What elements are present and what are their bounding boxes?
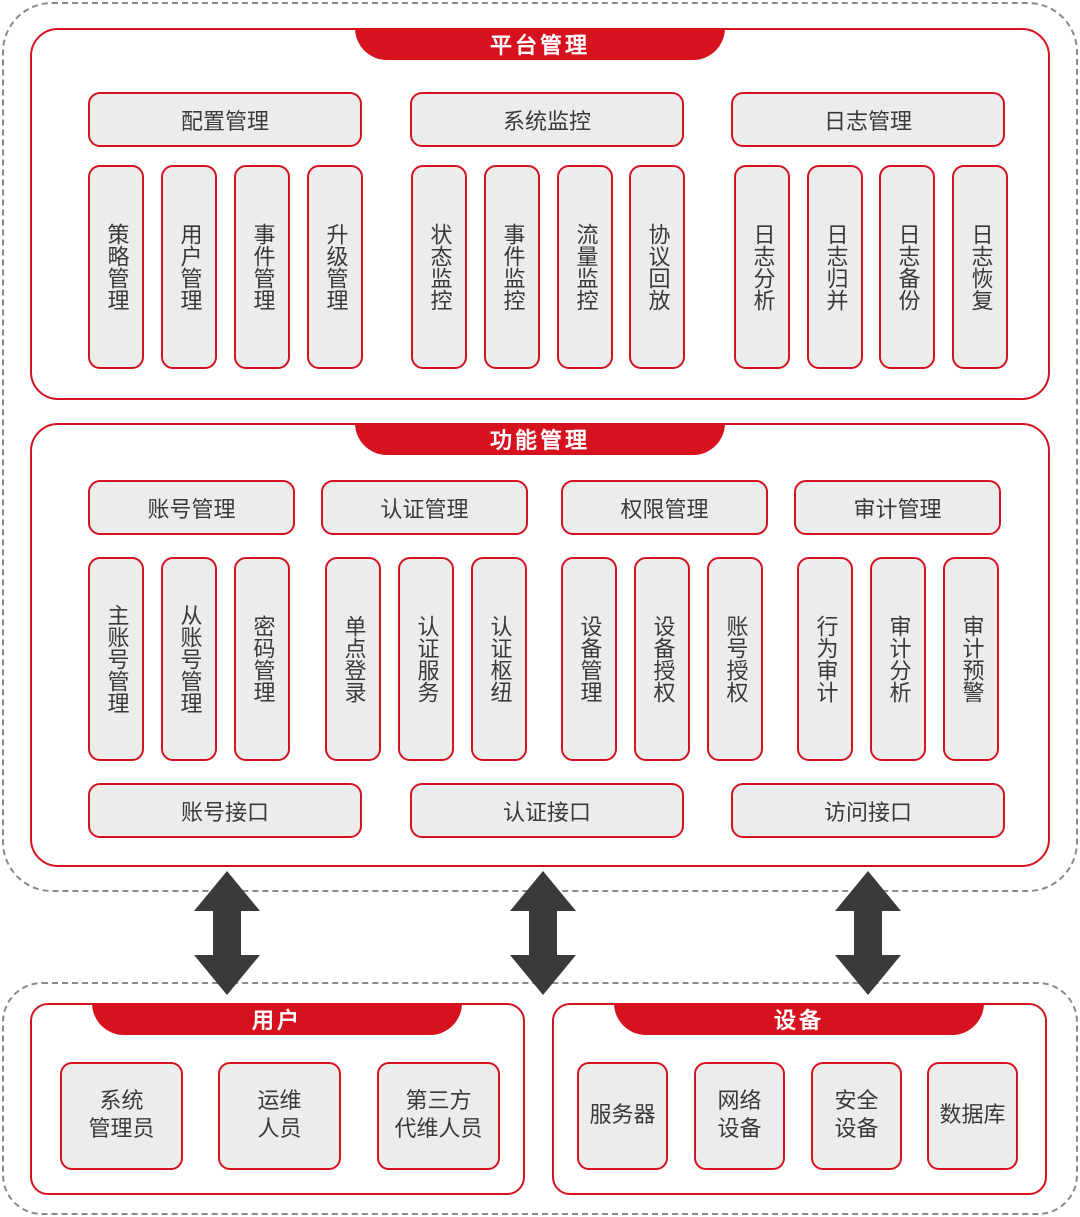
item-traffic-monitor: 流量监控: [557, 165, 613, 369]
double-arrow-icon-account: [194, 871, 260, 995]
item-event-monitor: 事件监控: [484, 165, 540, 369]
users-title: 用户: [92, 1003, 462, 1035]
group-header-audit: 审计管理: [794, 480, 1001, 535]
item-password-mgmt: 密码管理: [234, 557, 290, 761]
item-log-backup: 日志备份: [879, 165, 935, 369]
item-device-mgmt: 设备管理: [561, 557, 617, 761]
user-sysadmin: 系统 管理员: [60, 1062, 183, 1170]
item-audit-analysis: 审计分析: [870, 557, 926, 761]
item-account-authz: 账号授权: [707, 557, 763, 761]
devices-title: 设备: [614, 1003, 984, 1035]
user-third-party: 第三方 代维人员: [377, 1062, 500, 1170]
interface-account: 账号接口: [88, 783, 362, 838]
device-network: 网络 设备: [694, 1062, 785, 1170]
group-header-auth: 认证管理: [321, 480, 528, 535]
platform-title: 平台管理: [355, 28, 725, 60]
item-user-mgmt: 用户管理: [161, 165, 217, 369]
interface-auth: 认证接口: [410, 783, 684, 838]
item-status-monitor: 状态监控: [411, 165, 467, 369]
item-event-mgmt: 事件管理: [234, 165, 290, 369]
item-log-analysis: 日志分析: [734, 165, 790, 369]
item-auth-service: 认证服务: [398, 557, 454, 761]
item-behavior-audit: 行为审计: [797, 557, 853, 761]
device-server: 服务器: [577, 1062, 668, 1170]
user-ops: 运维 人员: [218, 1062, 341, 1170]
item-upgrade-mgmt: 升级管理: [307, 165, 363, 369]
item-main-account-mgmt: 主账号管理: [88, 557, 144, 761]
interface-access: 访问接口: [731, 783, 1005, 838]
item-auth-hub: 认证枢纽: [471, 557, 527, 761]
item-audit-alert: 审计预警: [943, 557, 999, 761]
item-sso: 单点登录: [325, 557, 381, 761]
group-header-log: 日志管理: [731, 92, 1005, 147]
group-header-account: 账号管理: [88, 480, 295, 535]
double-arrow-icon-auth: [510, 871, 576, 995]
function-title: 功能管理: [355, 423, 725, 455]
device-database: 数据库: [927, 1062, 1018, 1170]
item-device-authz: 设备授权: [634, 557, 690, 761]
group-header-permission: 权限管理: [561, 480, 768, 535]
item-strategy-mgmt: 策略管理: [88, 165, 144, 369]
item-sub-account-mgmt: 从账号管理: [161, 557, 217, 761]
group-header-monitor: 系统监控: [410, 92, 684, 147]
double-arrow-icon-access: [835, 871, 901, 995]
group-header-config: 配置管理: [88, 92, 362, 147]
device-security: 安全 设备: [811, 1062, 902, 1170]
item-log-merge: 日志归并: [807, 165, 863, 369]
item-log-restore: 日志恢复: [952, 165, 1008, 369]
item-protocol-replay: 协议回放: [629, 165, 685, 369]
